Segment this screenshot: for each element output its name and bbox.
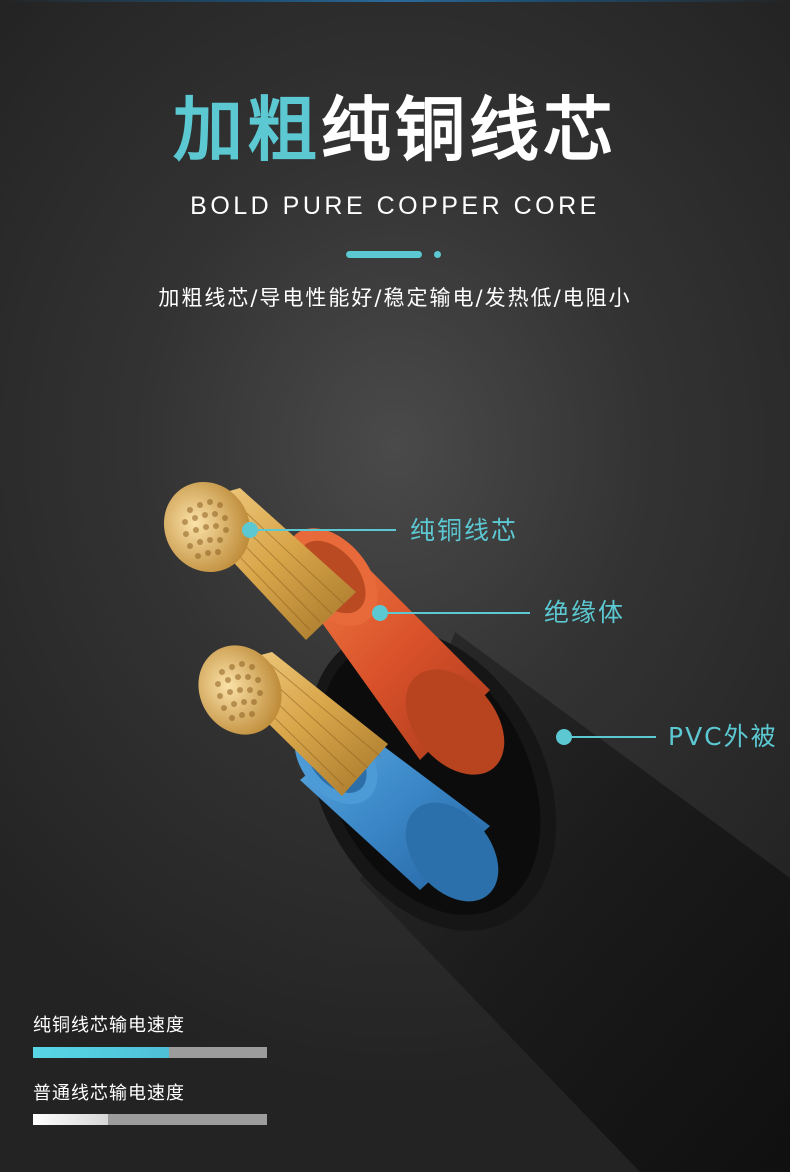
speed-fill-normal (33, 1114, 108, 1125)
speed-fill-copper (33, 1047, 169, 1058)
decor-dot (434, 251, 441, 258)
callout-label-copper: 纯铜线芯 (410, 516, 519, 545)
speed-bar-normal (33, 1114, 267, 1125)
speed-bar-copper (33, 1047, 267, 1058)
copper-core-top (163, 481, 356, 640)
callout-line-insulation (380, 612, 530, 614)
page-title: 加粗纯铜线芯 (0, 88, 790, 172)
pvc-jacket (307, 629, 790, 1172)
callout-label-jacket: PVC外被 (668, 722, 778, 751)
callout-label-insulation: 绝缘体 (544, 598, 626, 627)
speed-label-normal: 普通线芯输电速度 (33, 1083, 185, 1104)
title-main: 纯铜线芯 (321, 89, 617, 171)
top-accent-line (0, 0, 790, 2)
page-subtitle: BOLD PURE COPPER CORE (190, 192, 600, 220)
speed-label-copper: 纯铜线芯输电速度 (33, 1015, 185, 1036)
title-accent: 加粗 (173, 89, 321, 171)
feature-list: 加粗线芯/导电性能好/稳定输电/发热低/电阻小 (158, 286, 632, 310)
decor-bar (346, 251, 422, 258)
copper-core-bottom (198, 645, 388, 796)
callout-line-copper (250, 529, 396, 531)
callout-line-jacket (564, 736, 656, 738)
